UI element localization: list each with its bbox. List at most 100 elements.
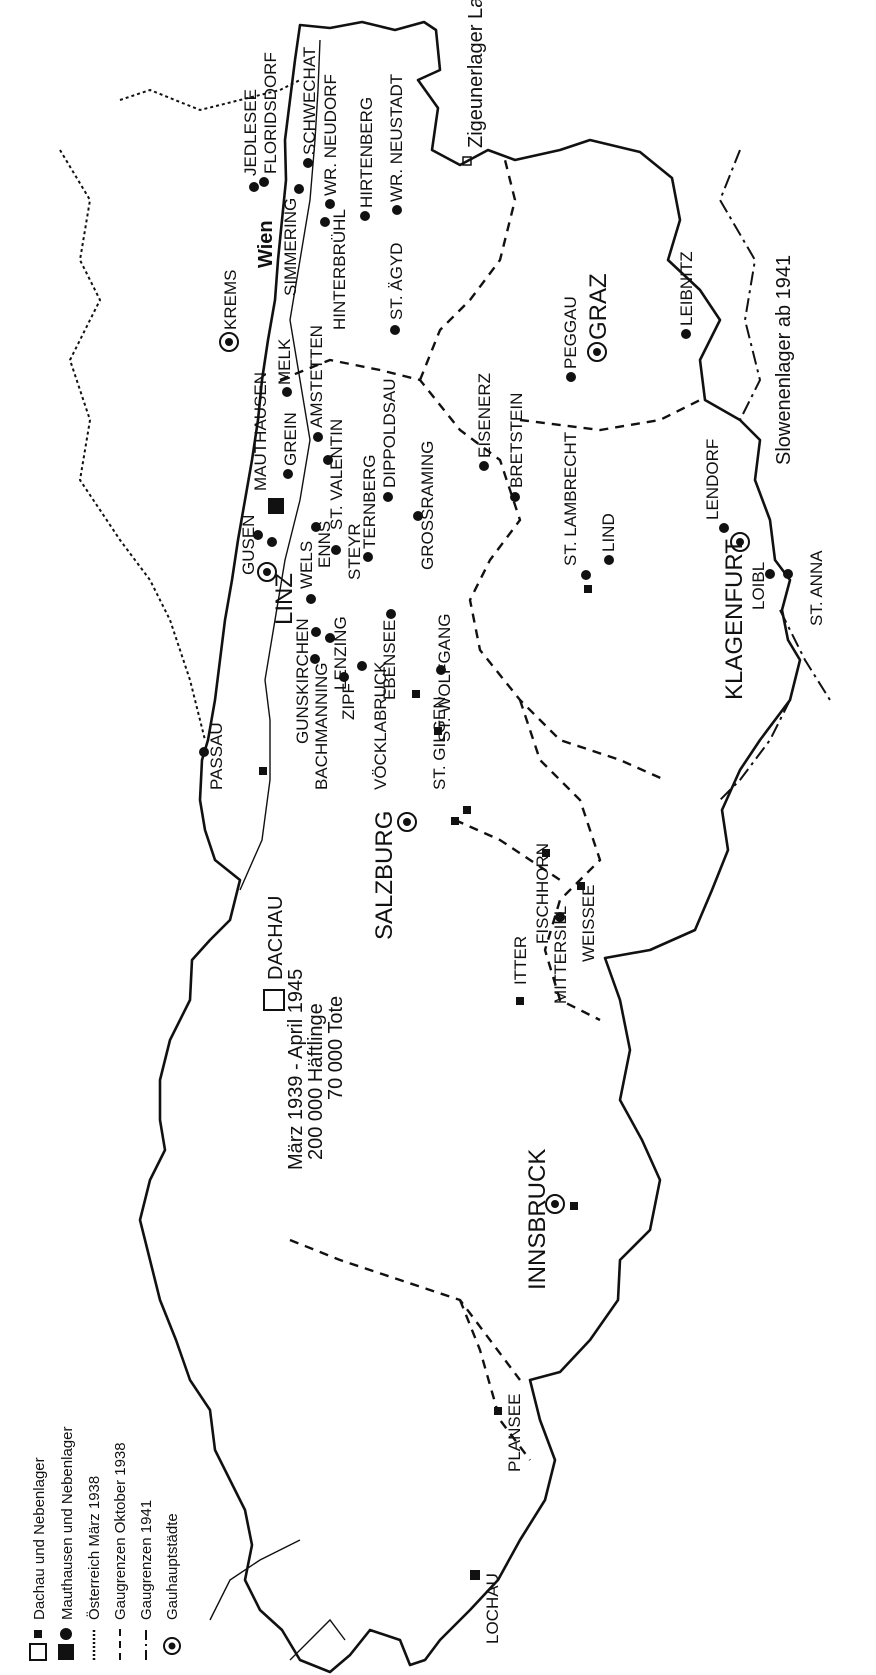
label-schwechat: SCHWECHAT (300, 47, 319, 155)
dot-voecklabruck (357, 661, 367, 671)
dot-grossraming (413, 511, 423, 521)
square-salzburg-2 (451, 817, 459, 825)
label-enns: ENNS (315, 521, 334, 568)
gau-border-1938-g (458, 1299, 531, 1461)
capital-symbol-graz (587, 342, 607, 362)
label-lochau: LOCHAU (483, 1573, 502, 1644)
dachau-info-period: März 1939 - April 1945 (285, 969, 307, 1170)
square-innsbruck (570, 1202, 578, 1210)
dot-floridsdorf (259, 177, 269, 187)
label-lind: LIND (599, 513, 618, 552)
dot-loibl (765, 569, 775, 579)
label-st-aegyd: ST. ÄGYD (387, 243, 406, 320)
label-voecklabruck: VÖCKLABRUCK (371, 661, 390, 790)
square-plansee (494, 1407, 502, 1415)
danube-river (239, 39, 321, 891)
dot-ternberg (363, 552, 373, 562)
square-passau-north (259, 767, 267, 775)
dot-gusen (253, 530, 263, 540)
foreign-border-czech (119, 79, 301, 112)
capital-symbol-innsbruck (545, 1194, 565, 1214)
legend-gau-1938-label: Gaugrenzen Oktober 1938 (112, 1442, 129, 1620)
label-peggau: PEGGAU (561, 296, 580, 369)
legend-capital-inner-dot (168, 1642, 176, 1650)
capital-dot-graz (593, 348, 601, 356)
square-st-wolfgang (412, 690, 420, 698)
label-plansee: PLANSEE (505, 1394, 524, 1472)
label-hirtenberg: HIRTENBERG (357, 97, 376, 208)
dot-dippoldsau (383, 492, 393, 502)
dot-simmering (294, 184, 304, 194)
dot-st-valentin (323, 455, 333, 465)
dachau-info-dead: 70 000 Tote (325, 996, 347, 1100)
label-graz: GRAZ (585, 273, 612, 340)
label-steyr: STEYR (345, 523, 364, 580)
dot-wr-neudorf (325, 199, 335, 209)
square-itter (516, 997, 524, 1005)
dot-peggau (566, 372, 576, 382)
dot-bretstein (510, 492, 520, 502)
label-st-anna: ST. ANNA (807, 550, 826, 626)
label-simmering: SIMMERING (281, 198, 300, 296)
label-gusen: GUSEN (239, 515, 258, 575)
dot-lenzing (325, 633, 335, 643)
dachau-info-title: DACHAU (265, 896, 287, 980)
dot-schwechat (303, 158, 313, 168)
square-lochau (470, 1570, 480, 1580)
label-st-lambrecht: ST. LAMBRECHT (561, 432, 580, 566)
foreign-border-north (59, 149, 206, 741)
dot-melk (282, 387, 292, 397)
label-innsbruck: INNSBRUCK (524, 1149, 551, 1290)
inn-river (209, 1539, 301, 1621)
label-gunskirchen: GUNSKIRCHEN (293, 618, 312, 744)
legend: Dachau und Nebenlager Mauthausen und Neb… (29, 1427, 181, 1661)
label-zipf: ZIPF (339, 683, 358, 720)
capital-symbol-klagenfurt (730, 532, 750, 552)
label-dippoldsau: DIPPOLDSAU (380, 378, 399, 488)
dot-wr-neustadt (392, 205, 402, 215)
label-st-gilgen: ST. GILGEN (430, 696, 449, 790)
legend-dachau-small-square-symbol (34, 1630, 42, 1638)
label-st-valentin: ST. VALENTIN (327, 419, 346, 530)
label-amstetten: AMSTETTEN (307, 325, 326, 428)
label-ternberg: TERNBERG (360, 455, 379, 549)
label-wels: WELS (297, 541, 316, 589)
gau-border-1938-c (518, 699, 602, 1022)
label-klagenfurt: KLAGENFURT (721, 539, 748, 700)
label-lenzing: LENZING (331, 616, 350, 690)
dot-amstetten (313, 432, 323, 442)
capital-symbol-dots (225, 338, 744, 1208)
dot-hinterbruehl (320, 217, 330, 227)
dot-eisenerz (479, 461, 489, 471)
capital-symbol-linz (257, 562, 277, 582)
gau-border-1938-e (519, 398, 701, 432)
dot-steyr (331, 545, 341, 555)
dot-enns (311, 522, 321, 532)
legend-capital-symbol (163, 1637, 181, 1655)
legend-mauthausen-square-symbol (58, 1644, 74, 1660)
gau-border-1938-f (289, 1238, 521, 1381)
dot-st-aegyd (390, 325, 400, 335)
label-linz: LINZ (271, 573, 298, 625)
label-jedlesee: JEDLESEE (241, 89, 260, 176)
dot-hirtenberg (360, 211, 370, 221)
label-itter: ITTER (511, 936, 530, 985)
gypsy-camp-square (462, 156, 472, 166)
square-st-lambrecht (584, 585, 592, 593)
foreign-border-hungary (718, 149, 762, 421)
dot-wels (306, 594, 316, 604)
foreign-border-yugo (779, 609, 831, 701)
label-mittersill: MITTERSILL (551, 906, 570, 1004)
dot-passau (199, 747, 209, 757)
place-labels: PASSAU GUSEN MAUTHAUSEN GREIN MELK JEDLE… (207, 0, 826, 1644)
label-slovene-note: Slowenenlager ab 1941 (773, 255, 795, 465)
square-st-gilgen (434, 727, 442, 735)
dot-ebensee (386, 609, 396, 619)
legend-border-1938-label: Österreich März 1938 (85, 1476, 103, 1620)
capital-dot-innsbruck (551, 1200, 559, 1208)
square-salzburg-1 (463, 806, 471, 814)
dot-st-lambrecht (581, 570, 591, 580)
mauthausen-camp-dots (199, 158, 793, 922)
label-loibl: LOIBL (749, 562, 768, 610)
label-bachmanning: BACHMANNING (312, 662, 331, 790)
